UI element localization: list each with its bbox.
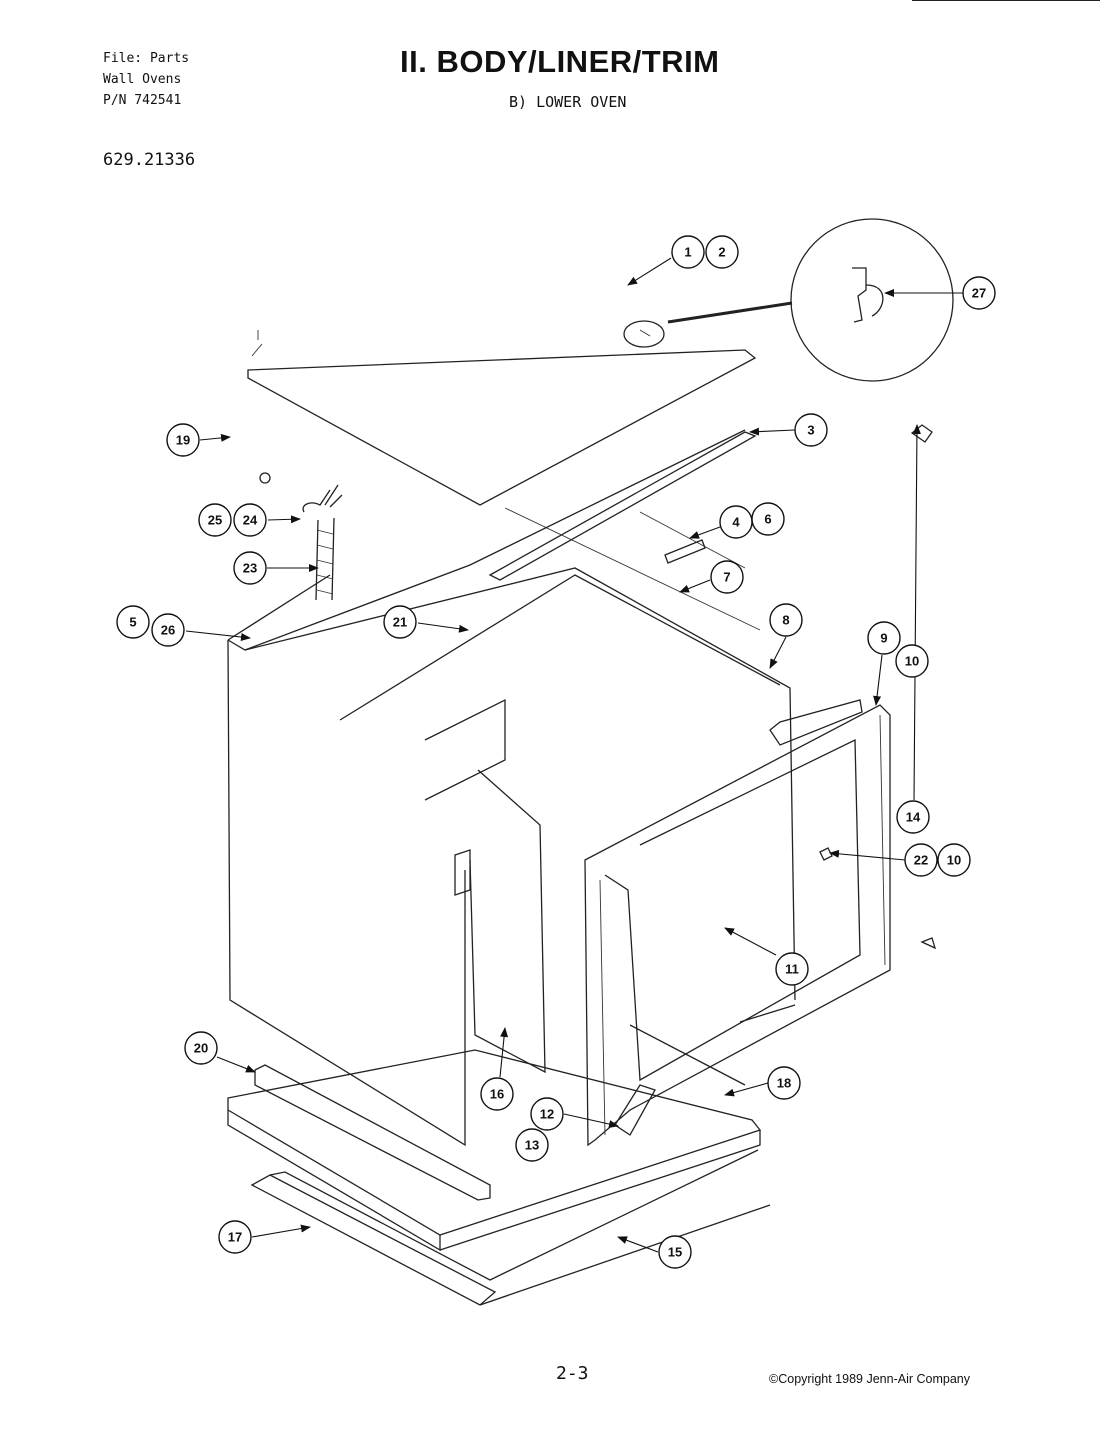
callout-14: 14 [896, 800, 930, 834]
callout-27: 27 [962, 276, 996, 310]
callout-11: 11 [775, 952, 809, 986]
callout-25: 25 [198, 503, 232, 537]
thermostat-clip-part [623, 218, 954, 382]
callout-10: 10 [895, 644, 929, 678]
outer-wrapper-part [227, 429, 796, 1147]
model-number: 629.21336 [103, 150, 196, 170]
conduit-part [259, 472, 343, 601]
svg-text:16: 16 [490, 1087, 504, 1102]
svg-text:8: 8 [782, 613, 789, 628]
svg-text:26: 26 [161, 623, 175, 638]
callout-17: 17 [218, 1220, 252, 1254]
svg-text:15: 15 [668, 1245, 682, 1260]
callout-3: 3 [794, 413, 828, 447]
svg-text:1: 1 [684, 245, 691, 260]
svg-text:20: 20 [194, 1041, 208, 1056]
svg-text:12: 12 [540, 1107, 554, 1122]
hinge-part [614, 1084, 656, 1136]
callout-5: 5 [116, 605, 150, 639]
callout-19: 19 [166, 423, 200, 457]
svg-text:25: 25 [208, 513, 222, 528]
svg-text:3: 3 [807, 423, 814, 438]
svg-text:11: 11 [785, 962, 799, 977]
svg-text:10: 10 [947, 853, 961, 868]
page-subtitle: B) LOWER OVEN [509, 93, 627, 111]
front-frame-part [584, 699, 891, 1147]
callout-10: 10 [937, 843, 971, 877]
svg-text:6: 6 [764, 512, 771, 527]
file-info: File: Parts Wall Ovens P/N 742541 [103, 48, 189, 111]
bottom-pan-part [227, 1049, 762, 1252]
callout-23: 23 [233, 551, 267, 585]
page-title: II. BODY/LINER/TRIM [400, 44, 720, 79]
rear-rail-part [488, 431, 761, 631]
svg-text:10: 10 [905, 654, 919, 669]
callout-13: 13 [515, 1128, 549, 1162]
bracket-part [664, 539, 706, 564]
svg-text:4: 4 [732, 515, 740, 530]
callout-1: 1 [671, 235, 705, 269]
svg-text:14: 14 [906, 810, 921, 825]
svg-text:13: 13 [525, 1138, 539, 1153]
callout-6: 6 [751, 502, 785, 536]
svg-text:17: 17 [228, 1230, 242, 1245]
callout-4: 4 [719, 505, 753, 539]
svg-text:19: 19 [176, 433, 190, 448]
top-panel-part [247, 330, 757, 506]
svg-text:9: 9 [880, 631, 887, 646]
leader-lines [185, 257, 963, 1253]
callout-16: 16 [480, 1077, 514, 1111]
callout-8: 8 [769, 603, 803, 637]
callout-20: 20 [184, 1031, 218, 1065]
bottom-channel-part [250, 1149, 771, 1306]
svg-text:7: 7 [723, 570, 730, 585]
callout-18: 18 [767, 1066, 801, 1100]
page-number: 2-3 [556, 1363, 589, 1384]
callout-15: 15 [658, 1235, 692, 1269]
top-rule [912, 0, 1100, 1]
callout-22: 22 [904, 843, 938, 877]
svg-text:24: 24 [243, 513, 258, 528]
svg-text:2: 2 [718, 245, 725, 260]
callout-21: 21 [383, 605, 417, 639]
callout-7: 7 [710, 560, 744, 594]
svg-text:5: 5 [129, 615, 136, 630]
callout-9: 9 [867, 621, 901, 655]
callout-24: 24 [233, 503, 267, 537]
svg-text:27: 27 [972, 286, 986, 301]
bottom-trim-part [254, 1064, 491, 1201]
svg-text:22: 22 [914, 853, 928, 868]
copyright-notice: ©Copyright 1989 Jenn-Air Company [769, 1372, 970, 1386]
file-line: Wall Ovens [103, 72, 182, 87]
svg-text:23: 23 [243, 561, 257, 576]
callout-26: 26 [151, 613, 185, 647]
callout-12: 12 [530, 1097, 564, 1131]
file-line: File: Parts [103, 51, 190, 66]
svg-text:18: 18 [777, 1076, 791, 1091]
callout-2: 2 [705, 235, 739, 269]
svg-text:21: 21 [393, 615, 407, 630]
file-line: P/N 742541 [103, 93, 182, 108]
